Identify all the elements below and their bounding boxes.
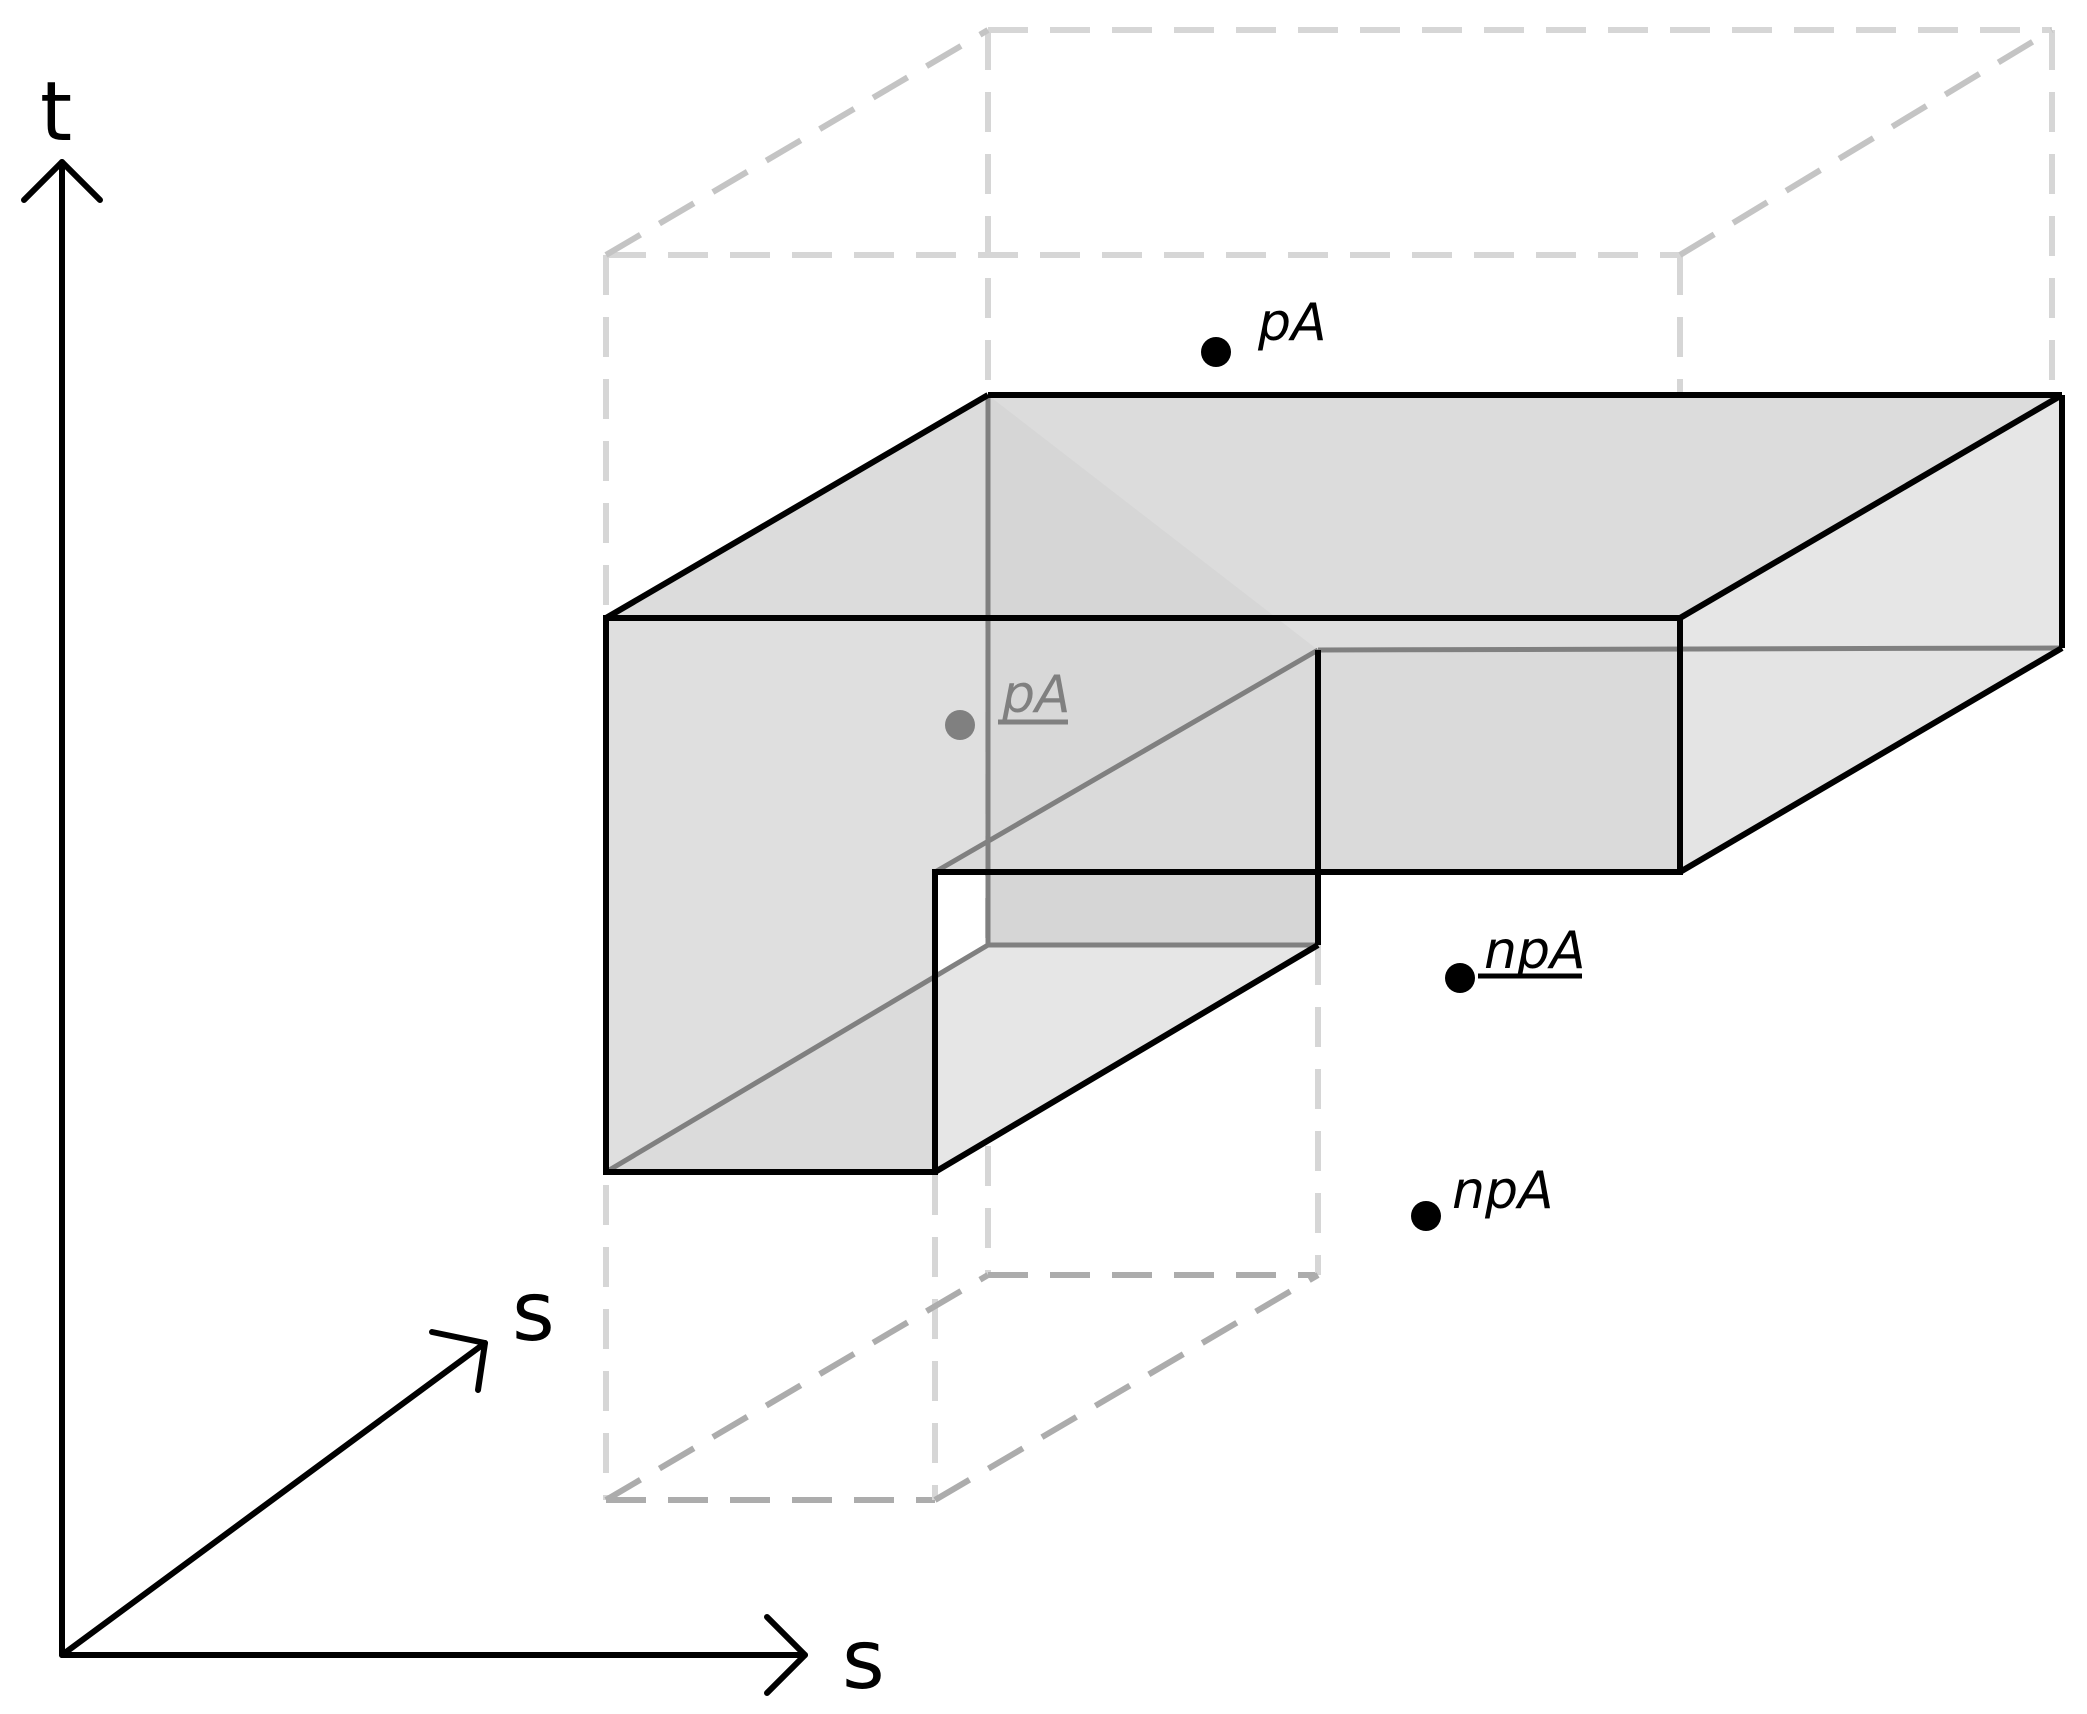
bbox-top-right-diagonal [1678, 27, 2054, 258]
bbox-bottom-left-diagonal [604, 1272, 990, 1503]
s-depth-axis-label: s [512, 1265, 555, 1360]
point-npa-upper: npA [1445, 921, 1586, 993]
s-depth-axis-arrowhead [429, 1329, 488, 1393]
solid-prism [603, 392, 2065, 1175]
bbox-bottom-right-diagonal [933, 1272, 1320, 1503]
s-horizontal-axis-label: s [842, 1613, 885, 1708]
prism-step-diagonal-edge [933, 647, 1320, 875]
t-axis-label: t [40, 65, 72, 160]
point-pa-inside: pA [945, 665, 1071, 740]
axes: t s s [21, 65, 885, 1708]
point-marker [1201, 337, 1231, 367]
s-horizontal-axis-arrowhead [764, 1614, 808, 1696]
prism-top-face [606, 395, 2062, 618]
point-marker [1411, 1201, 1441, 1231]
prism-right-bottom-edge [1678, 645, 2064, 875]
s-depth-axis-line [59, 1340, 488, 1658]
prism-bottom-right-edge [933, 942, 1320, 1175]
point-marker [1445, 963, 1475, 993]
prism-top-left-edge [604, 392, 990, 621]
prism-top-right-edge [1678, 392, 2064, 621]
point-label: pA [1257, 293, 1327, 353]
point-label: npA [1484, 921, 1586, 981]
point-npa-lower: npA [1411, 1161, 1554, 1231]
t-axis-arrowhead [21, 159, 103, 203]
point-marker [945, 710, 975, 740]
point-label: pA [1001, 665, 1071, 725]
point-label: npA [1452, 1161, 1554, 1221]
prism-front-face [606, 618, 1680, 1172]
bbox-top-left-diagonal [604, 27, 990, 258]
prism-step-top-edge [1317, 645, 2063, 653]
point-pa-top: pA [1201, 293, 1327, 367]
prism-hidden-diagonal-edge [604, 942, 990, 1175]
